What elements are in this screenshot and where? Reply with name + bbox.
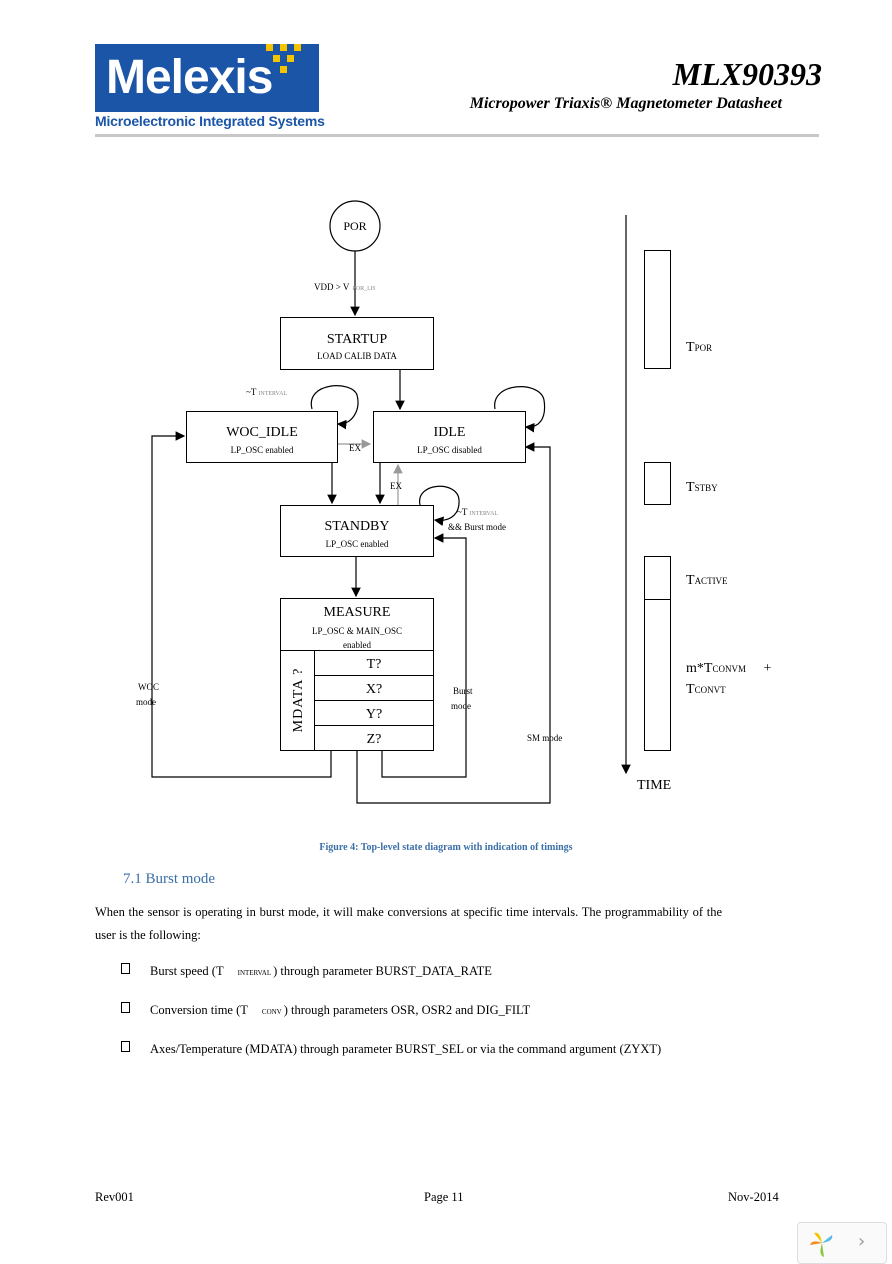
t-active-sub: ACTIVE: [694, 576, 728, 586]
sm-mode-label: SM mode: [527, 733, 563, 743]
logo-subtitle: Microelectronic Integrated Systems: [95, 113, 325, 129]
bullet-item: Axes/Temperature (MDATA) through paramet…: [121, 1041, 661, 1057]
bullet-item: Conversion time (T CONV) through paramete…: [121, 1002, 530, 1018]
ex-label-standby-idle: EX: [390, 481, 402, 491]
t-active-t: T: [686, 573, 695, 588]
por-label: POR: [343, 219, 367, 233]
footer-date: Nov-2014: [728, 1190, 779, 1204]
standby-title: STANDBY: [324, 519, 390, 534]
t-por-sub: POR: [694, 343, 713, 353]
t-stby-label: TSTBY: [686, 480, 718, 496]
woc-idle-state: WOC_IDLE LP_OSC enabled: [186, 411, 338, 463]
t-conv-b: T: [686, 682, 695, 697]
timeline-bar-por: [644, 250, 671, 369]
pinwheel-icon: [810, 1232, 833, 1257]
section-heading: 7.1 Burst mode: [123, 871, 216, 887]
bullet-2-post: ) through parameters OSR, OSR2 and DIG_F…: [283, 1003, 531, 1017]
measure-sub1: LP_OSC & MAIN_OSC: [311, 626, 403, 636]
startup-sub: LOAD CALIB DATA: [317, 351, 397, 361]
woc-idle-title: WOC_IDLE: [226, 425, 298, 440]
melexis-logo: [95, 44, 319, 112]
time-axis-label: TIME: [637, 778, 672, 793]
standby-state: STANDBY LP_OSC enabled: [280, 505, 434, 557]
row-z: Z?: [366, 732, 382, 747]
document-title: MLX90393: [672, 56, 822, 92]
measure-title: MEASURE: [323, 605, 391, 620]
bullet-1-sub: INTERVAL: [237, 969, 272, 977]
timeline-bar-active: [644, 556, 671, 600]
burst-mode-label-1: Burst: [453, 686, 473, 696]
woc-mode-label-1: WOC: [138, 682, 159, 692]
body-paragraph: When the sensor is operating in burst mo…: [95, 905, 722, 942]
t-conv-label-a: m*TCONVM +: [686, 661, 771, 677]
t-conv-a: m*T: [686, 661, 713, 676]
standby-loop-tail: && Burst mode: [448, 522, 506, 532]
mdata-label: MDATA ?: [291, 667, 306, 733]
t-conv-b-sub: CONVT: [694, 685, 726, 695]
bullet-1-post: ) through parameter BURST_DATA_RATE: [273, 964, 492, 978]
idle-title: IDLE: [433, 425, 466, 440]
timeline-bar-conv: [644, 599, 671, 751]
measure-sub2: enabled: [343, 640, 371, 650]
idle-sub: LP_OSC disabled: [417, 445, 482, 455]
vdd-text: VDD > V: [314, 282, 350, 292]
bullet-box-icon: [121, 963, 130, 974]
t-conv-a-sub: CONVM: [712, 664, 746, 674]
bullet-2-pre: Conversion time (T: [150, 1003, 248, 1017]
startup-state: STARTUP LOAD CALIB DATA: [280, 317, 434, 370]
measure-state: MEASURE LP_OSC & MAIN_OSC enabled MDATA …: [280, 598, 434, 751]
t-active-label: TACTIVE: [686, 573, 728, 589]
row-x: X?: [365, 682, 383, 697]
woc-idle-sub: LP_OSC enabled: [230, 445, 294, 455]
row-y: Y?: [365, 707, 383, 722]
t-por-label: TPOR: [686, 340, 712, 356]
bullet-2-sub: CONV: [261, 1008, 282, 1016]
woc-loop-sub: INTERVAL: [258, 391, 288, 397]
chevron-right-icon[interactable]: ›: [858, 1231, 866, 1252]
t-stby-t: T: [686, 480, 695, 495]
header-divider: [95, 134, 819, 137]
figure-caption: Figure 4: Top-level state diagram with i…: [319, 842, 573, 853]
burst-mode-label-2: mode: [451, 701, 471, 711]
document-subtitle: Micropower Triaxis® Magnetometer Datashe…: [469, 95, 782, 112]
t-conv-plus: +: [763, 661, 772, 676]
woc-mode-label-2: mode: [136, 697, 156, 707]
logo-text: Melexis: [106, 51, 273, 104]
footer-page-number: Page 11: [424, 1190, 464, 1204]
timeline-bar-stby: [644, 462, 671, 505]
bullet-box-icon: [121, 1041, 130, 1052]
bullet-1-pre: Burst speed (T: [150, 964, 224, 978]
row-t: T?: [366, 657, 382, 672]
t-stby-sub: STBY: [694, 483, 718, 493]
standby-loop-prefix: ~T: [457, 507, 468, 517]
bullet-item: Burst speed (T INTERVAL) through paramete…: [121, 963, 492, 979]
state-diagram-connectors: [151, 200, 631, 804]
footer-revision: Rev001: [95, 1190, 134, 1204]
standby-loop-sub: INTERVAL: [469, 511, 499, 517]
standby-sub: LP_OSC enabled: [325, 539, 389, 549]
idle-state: IDLE LP_OSC disabled: [373, 411, 526, 463]
bullet-box-icon: [121, 1002, 130, 1013]
startup-title: STARTUP: [326, 332, 388, 347]
bullet-3-pre: Axes/Temperature (MDATA) through paramet…: [150, 1042, 662, 1056]
vdd-sub: POR_LH: [352, 286, 376, 292]
t-conv-label-b: TCONVT: [686, 682, 726, 698]
viewer-corner-widget[interactable]: ›: [797, 1222, 887, 1264]
woc-loop-prefix: ~T: [246, 387, 257, 397]
t-por-t: T: [686, 340, 695, 355]
ex-label-woc-idle: EX: [349, 443, 361, 453]
